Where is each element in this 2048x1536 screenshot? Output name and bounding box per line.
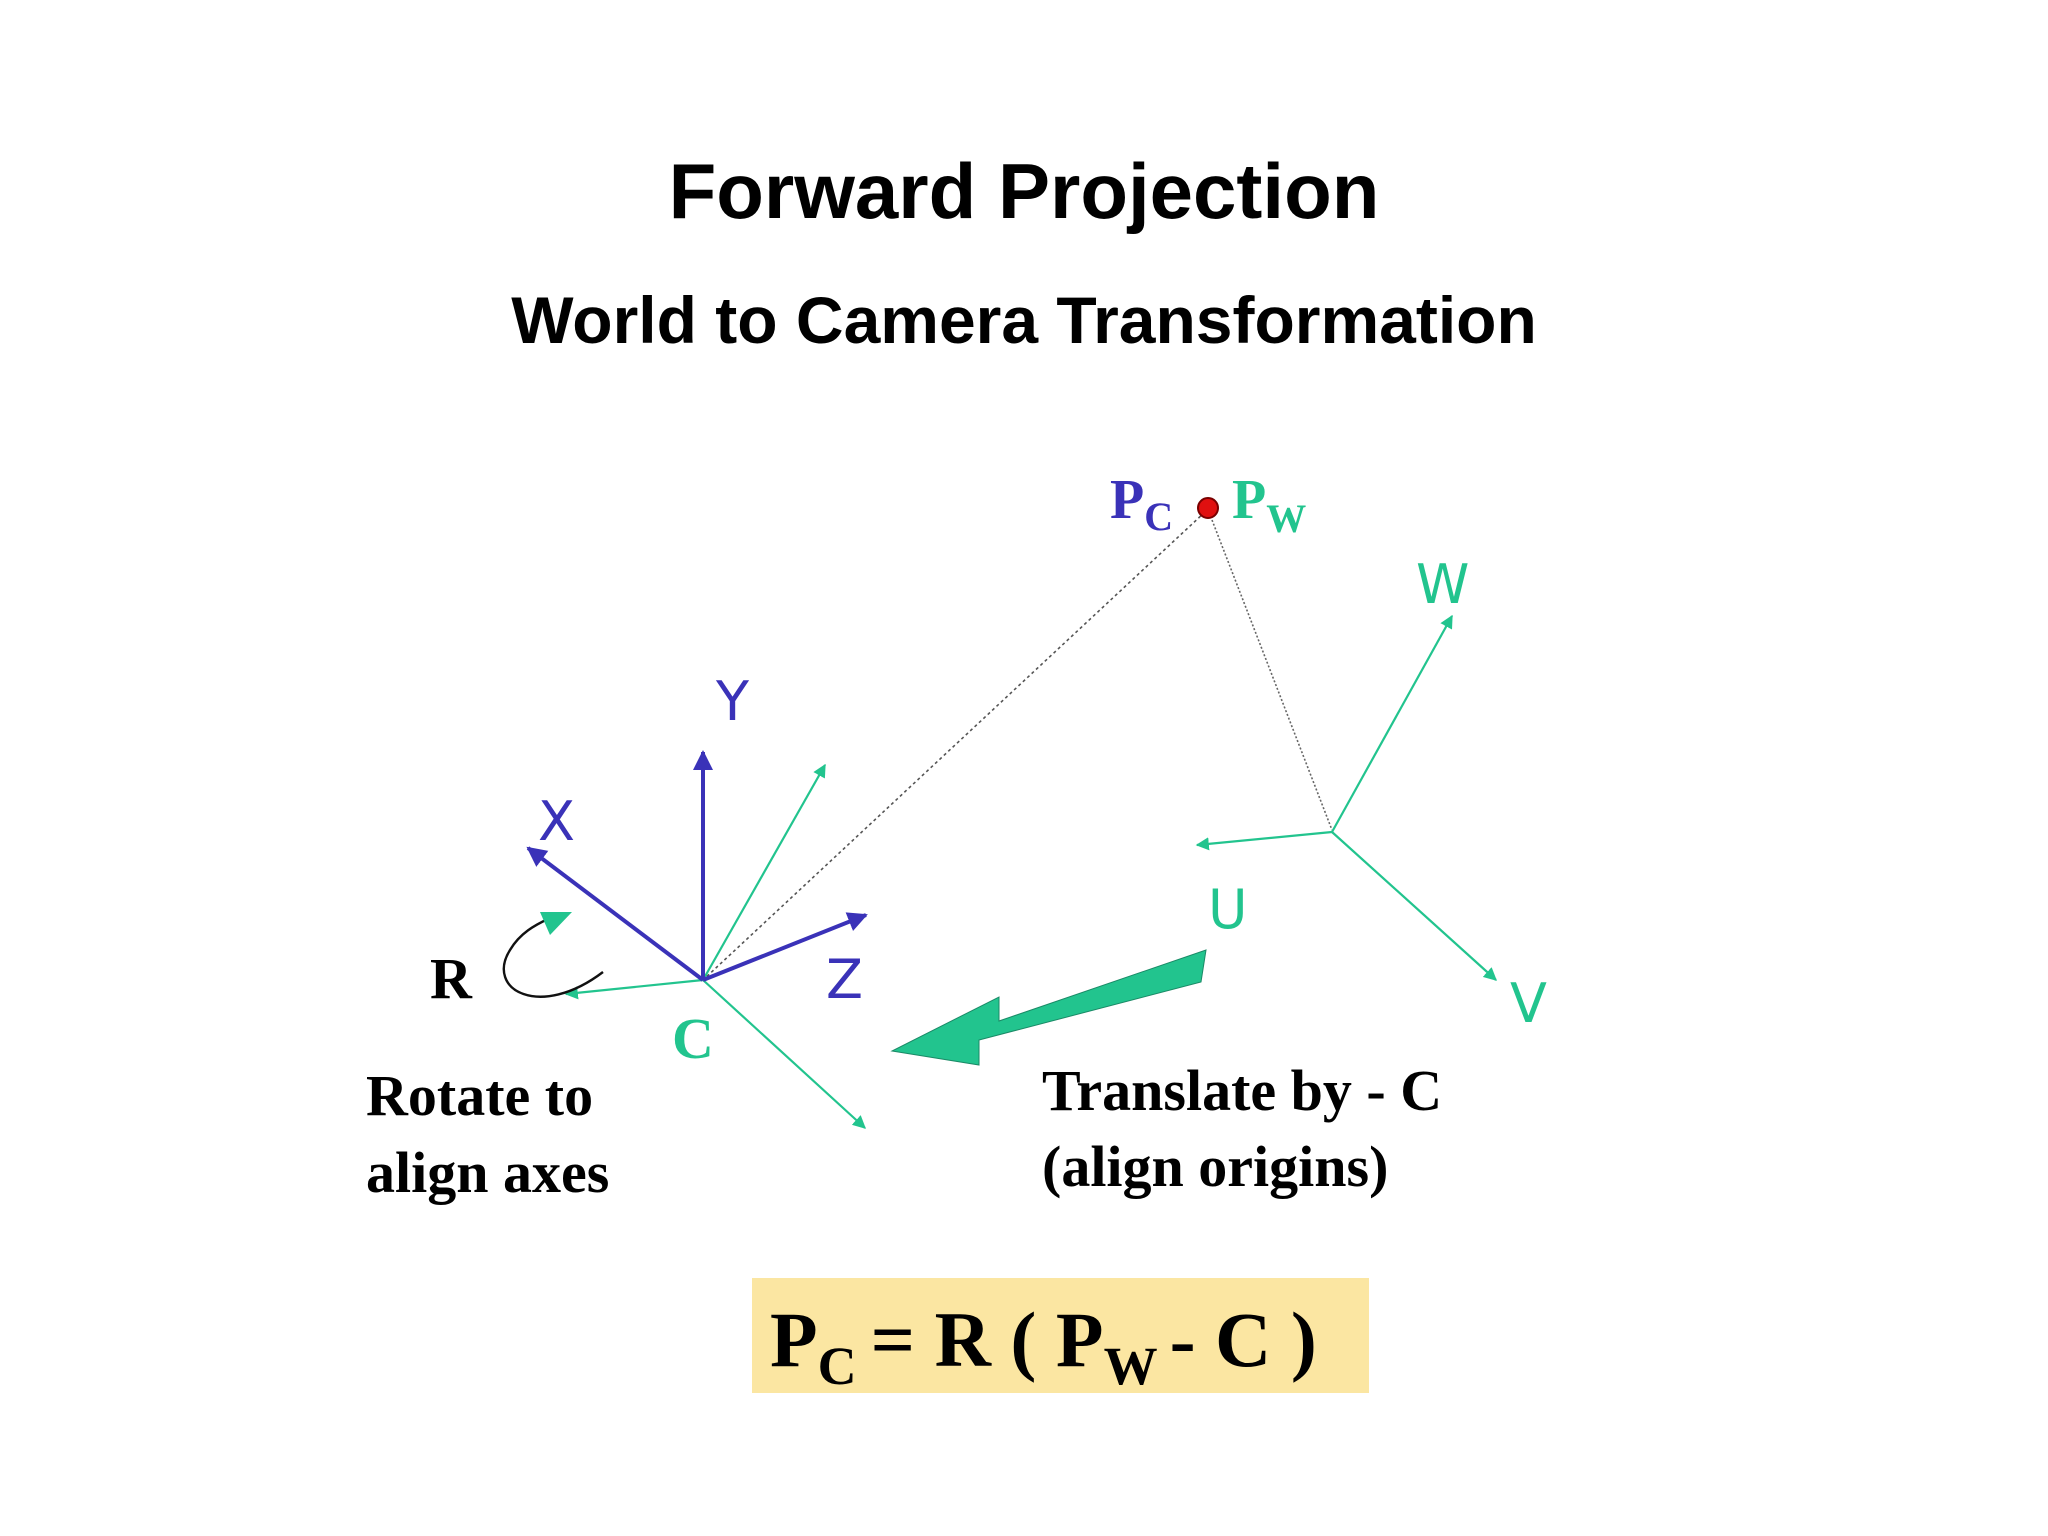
point-camera-label: PC [1110, 469, 1173, 539]
world-axis-v [1331, 831, 1497, 981]
world-axis-u [1195, 830, 1333, 851]
formula-tail: - C ) [1170, 1296, 1317, 1383]
camera-origin-label: C [672, 1006, 714, 1071]
slide-title: Forward Projection [668, 147, 1380, 235]
rotation-caption-line2: align axes [366, 1140, 609, 1205]
camera-axis-z [702, 912, 868, 982]
point-world-subscript: W [1266, 496, 1306, 541]
translation-caption-line2: (align origins) [1042, 1134, 1388, 1199]
point-to-world-origin-line [1211, 519, 1333, 831]
aligned-axis-v [702, 979, 866, 1129]
camera-frame [526, 750, 868, 1129]
point-world-label: PW [1232, 469, 1306, 541]
camera-axis-y-label: Y [715, 670, 750, 733]
translation-caption-line1: Translate by - C [1042, 1058, 1442, 1123]
camera-axis-z-label: Z [826, 948, 863, 1011]
camera-axis-x-label: X [538, 790, 575, 853]
world-frame [1195, 614, 1497, 981]
slide-subtitle: World to Camera Transformation [511, 283, 1537, 357]
rotation-arrow-head [540, 912, 572, 935]
rotation-arrow [502, 916, 604, 998]
point-to-camera-origin-line [702, 511, 1206, 981]
formula-p2-subscript: W [1104, 1336, 1158, 1396]
point-marker [1197, 497, 1219, 519]
formula-p1-subscript: C [818, 1336, 857, 1396]
world-axis-u-label: U [1208, 878, 1248, 941]
rotation-caption-line1: Rotate to [366, 1063, 593, 1128]
world-axis-v-label: V [1510, 972, 1547, 1035]
formula-mid: = R ( P [871, 1296, 1104, 1383]
formula-p1: P [770, 1296, 818, 1383]
rotation-label: R [430, 946, 473, 1011]
formula-box [752, 1278, 1369, 1393]
translation-arrow [890, 949, 1207, 1066]
camera-axis-x [526, 846, 705, 982]
aligned-axis-w [702, 763, 826, 981]
point-camera-subscript: C [1144, 494, 1173, 539]
aligned-axis-u [564, 978, 704, 1000]
formula: PC= R ( PW- C ) [770, 1296, 1317, 1396]
world-axis-w [1331, 614, 1453, 833]
world-axis-w-label: W [1416, 553, 1469, 616]
